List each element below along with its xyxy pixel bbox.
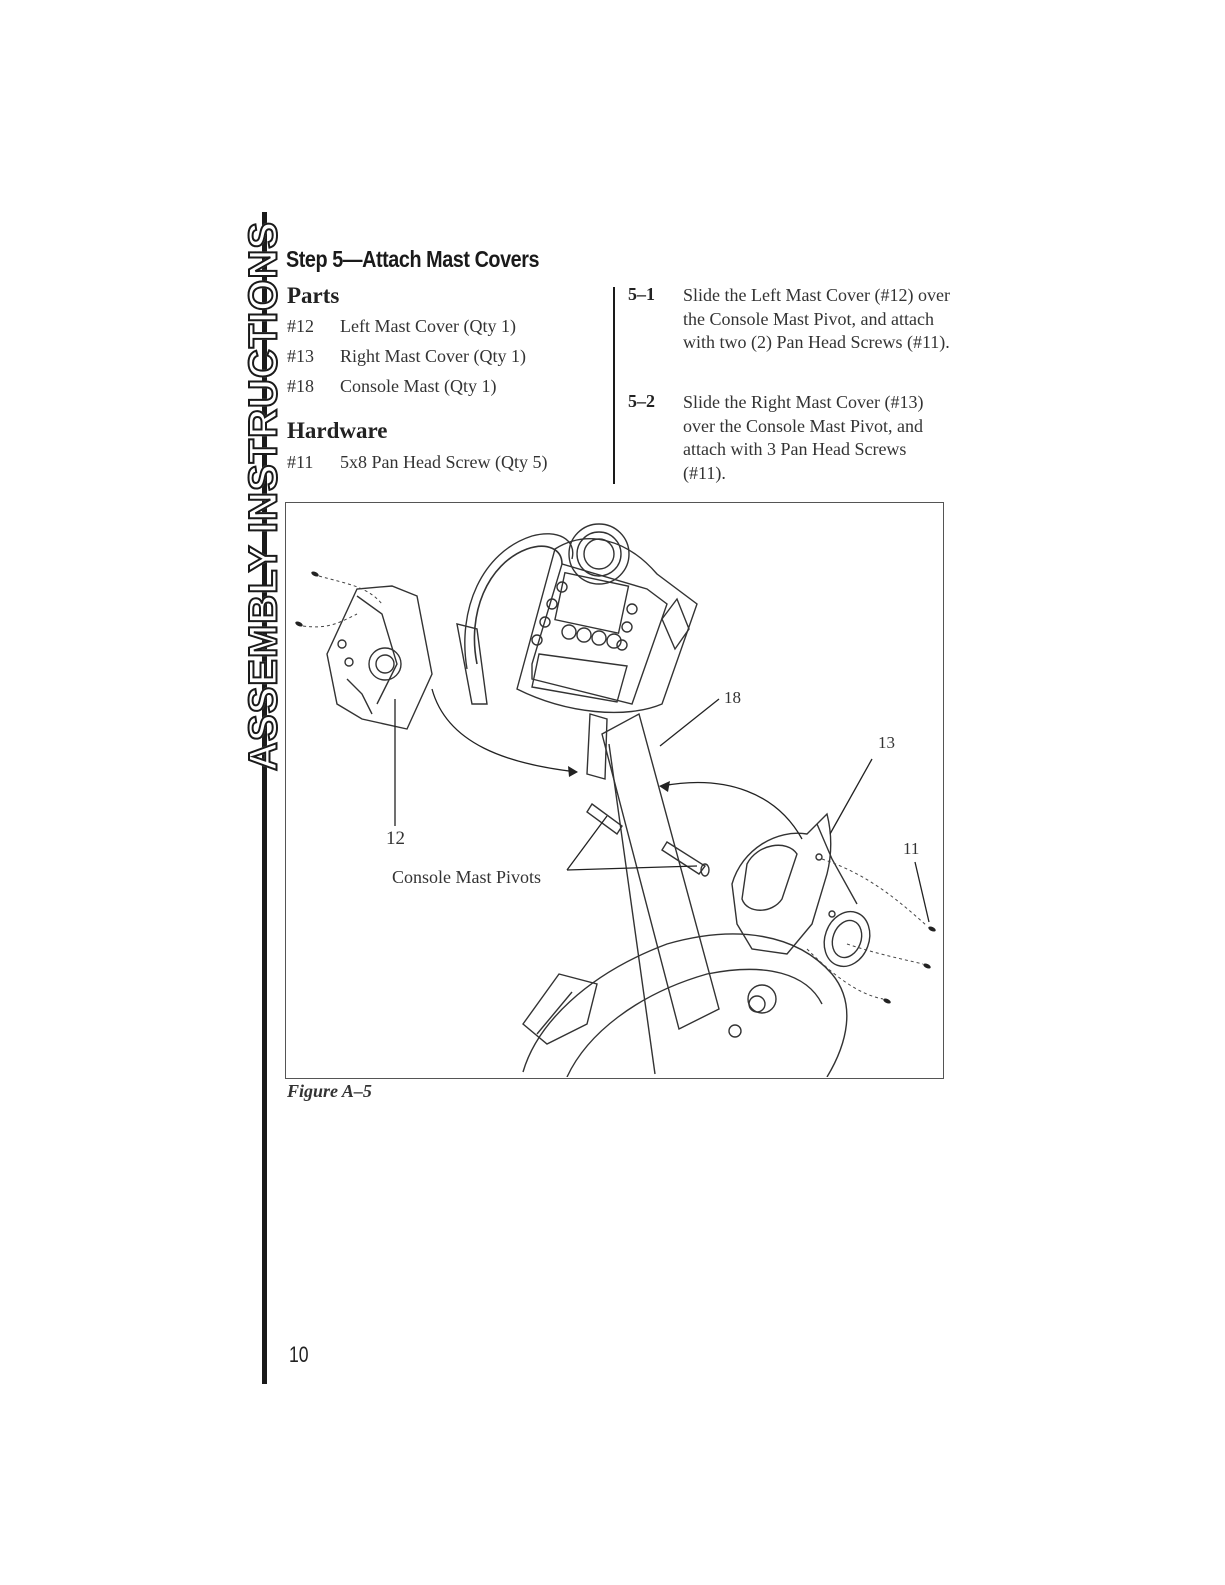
step-text: Slide the Left Mast Cover (#12) over the…	[683, 285, 950, 352]
part-number: #12	[287, 316, 314, 336]
part-description: Right Mast Cover (Qty 1)	[340, 346, 526, 366]
callout-12: 12	[386, 828, 405, 849]
column-divider	[613, 287, 615, 484]
figure-frame	[285, 502, 944, 1079]
part-description: Console Mast (Qty 1)	[340, 376, 497, 396]
hardware-number: #11	[287, 452, 314, 472]
hardware-heading: Hardware	[287, 418, 388, 443]
part-number: #13	[287, 346, 314, 366]
margin-rule	[262, 212, 267, 1384]
part-description: Left Mast Cover (Qty 1)	[340, 316, 516, 336]
step-title: Step 5—Attach Mast Covers	[286, 246, 540, 272]
assembly-illustration: 18 13 11 12 Console Mast Pivots	[295, 523, 936, 1077]
callout-13: 13	[878, 733, 895, 752]
step-number: 5–2	[628, 391, 655, 411]
figure-caption: Figure A–5	[287, 1081, 372, 1101]
part-number: #18	[287, 376, 314, 396]
callout-18: 18	[724, 688, 741, 707]
parts-heading: Parts	[287, 283, 340, 308]
callout-11: 11	[903, 839, 919, 858]
page-number: 10	[289, 1342, 309, 1367]
section-tab-label: ASSEMBLY INSTRUCTIONS	[241, 217, 287, 775]
callout-console-mast-pivots: Console Mast Pivots	[392, 867, 541, 887]
step-text: Slide the Right Mast Cover (#13) over th…	[683, 392, 924, 483]
step-number: 5–1	[628, 284, 655, 304]
hardware-description: 5x8 Pan Head Screw (Qty 5)	[340, 452, 548, 472]
